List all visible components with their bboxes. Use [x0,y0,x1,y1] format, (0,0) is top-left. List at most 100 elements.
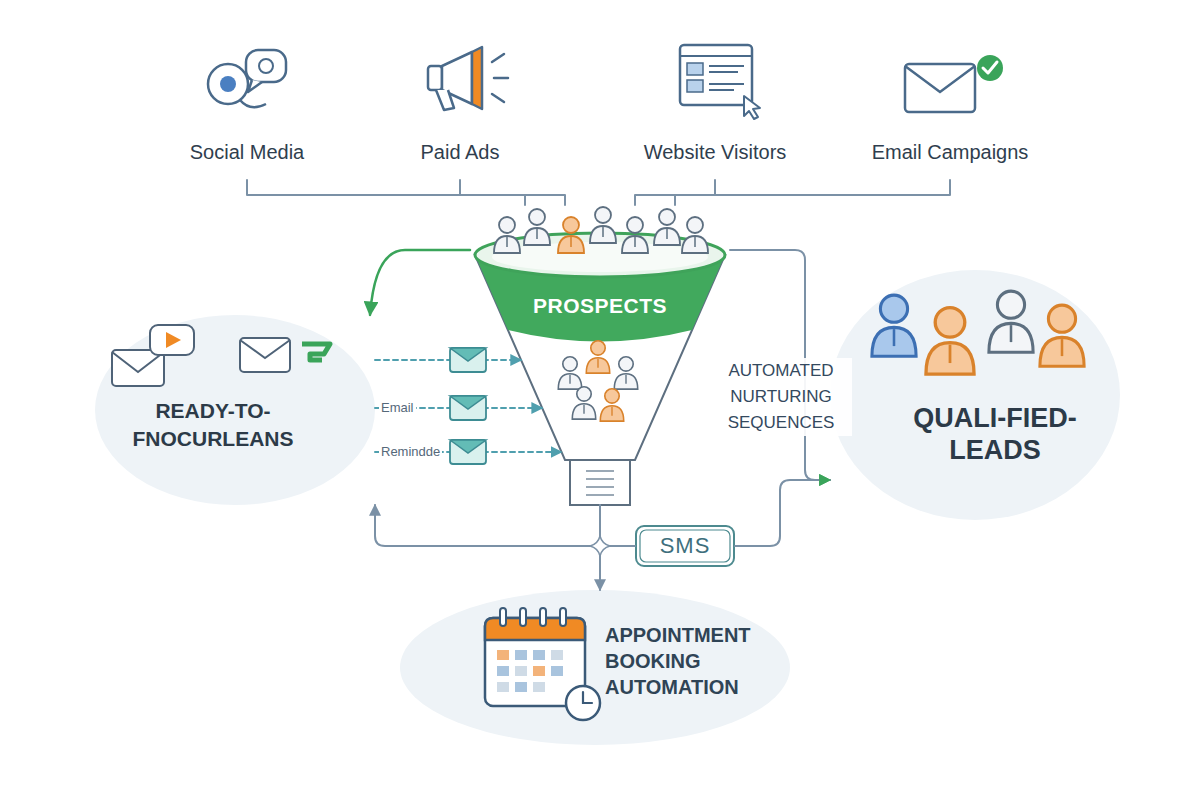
browser-window-icon [687,63,703,75]
calendar-icon [497,650,509,660]
node-text: Paid Ads [370,140,550,164]
qualified-people [872,291,1084,374]
megaphone-icon [472,47,482,109]
calendar-icon [533,650,545,660]
prospect-people [558,217,584,253]
stage-blob: READY-TO- FNOCURLEANS [95,315,375,505]
funnel-spout [570,460,630,505]
connector [460,180,565,205]
prospect-people [572,387,595,419]
sequence-envelopes [450,396,486,409]
megaphone-icon [436,90,454,110]
qualified-people [872,295,916,356]
stage-blob: APPOINTMENT BOOKING AUTOMATION [400,590,790,745]
calendar-icon [515,666,527,676]
connector [375,505,600,546]
social-media-icon [248,80,262,92]
node-text: APPOINTMENT BOOKING AUTOMATION [605,622,785,700]
blob-outline [95,315,375,505]
edge-label: Remindde [379,443,442,461]
calendar-icon [551,666,563,676]
sequence-envelopes [450,396,486,420]
message-icons [302,344,330,360]
sequence-envelopes [450,440,486,464]
node-text: Website Visitors [615,140,815,164]
funnel-spout [586,471,614,495]
envelope-check-icon [905,55,1003,112]
prospect-people [682,217,708,253]
stage-blob: QUALI-FIED- LEADS [830,270,1120,520]
envelope-check-icon [977,55,1003,81]
qualified-people [926,308,974,375]
megaphone-icon [428,66,442,90]
blob-outline [400,590,790,745]
channel-box: SMS [635,525,735,567]
calendar-icon [583,692,592,703]
sequence-envelopes [450,348,486,361]
prospect-people [524,209,550,245]
megaphone-icon [492,54,508,102]
connector [675,180,950,205]
box-outline [636,526,734,566]
qualified-people [1040,305,1084,366]
node-text: Social Media [147,140,347,164]
prospect-people [590,207,616,243]
prospect-people [494,217,520,253]
node-text: READY-TO- FNOCURLEANS [123,397,303,453]
blob-outline [400,590,790,745]
browser-window-icon [680,55,752,57]
blob-outline [830,270,1120,520]
browser-window-icon [680,45,752,105]
browser-window-icon [709,66,744,90]
megaphone-icon [428,47,508,110]
social-media-icon [208,50,286,107]
connector [375,359,521,361]
browser-window-icon [680,45,760,119]
node-text: PROSPECTS [470,293,730,319]
funnel-rim [492,242,708,272]
prospect-people [586,341,609,373]
message-icons [166,332,181,348]
node-text: SMS [635,525,735,567]
node-text: QUALI-FIED- LEADS [880,402,1110,466]
calendar-icon [566,686,600,720]
qualified-people [989,291,1033,352]
prospect-people [654,209,680,245]
funnel-outline [475,255,725,460]
message-icons [150,325,194,355]
browser-window-icon [744,96,760,119]
sequence-envelopes [450,348,486,464]
calendar-icon [533,666,545,676]
message-icons [240,340,290,358]
calendar-icon [485,608,600,720]
prospect-people [622,217,648,253]
browser-window-icon [687,80,703,92]
blob-outline [830,270,1120,520]
social-media-icon [240,100,266,107]
prospect-people [614,357,637,389]
social-media-icon [246,50,286,82]
social-media-icon [259,59,273,73]
envelope-check-icon [905,66,975,92]
message-icons [112,325,330,386]
calendar-icon [497,682,509,692]
social-media-icon [208,64,248,104]
junction-star [590,536,610,556]
message-icons [240,338,290,372]
calendar-icon [540,608,546,626]
envelope-check-icon [983,62,997,73]
connector [600,505,635,546]
calendar-icon [533,682,545,692]
calendar-icon [497,666,509,676]
calendar-icon [520,608,526,626]
sequence-envelopes [450,348,486,372]
calendar-icon [551,650,563,660]
connector [370,250,470,315]
connector [247,180,525,205]
calendar-icon [515,650,527,660]
